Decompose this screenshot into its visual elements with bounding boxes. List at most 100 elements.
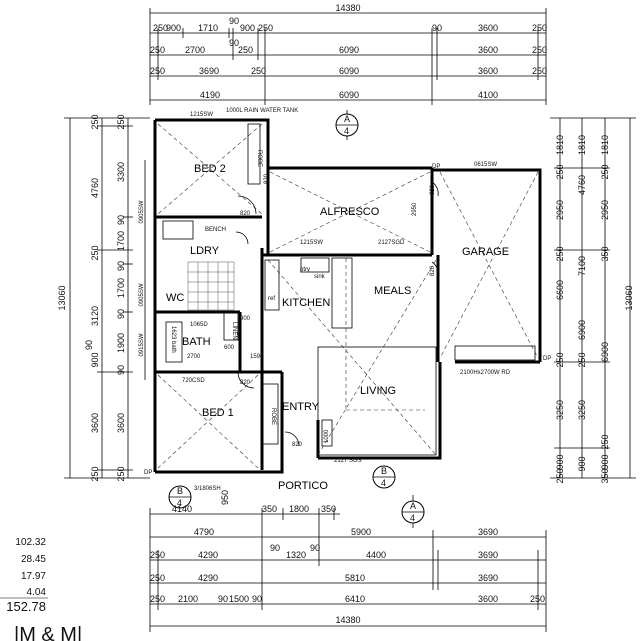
top-row3-dim: 3690: [199, 66, 219, 76]
right-col2-dim: 7100: [577, 256, 587, 276]
room-alfresco-label: ALFRESCO: [320, 206, 380, 218]
bottom-row4-dim: 3690: [478, 573, 498, 583]
top-dim-row4: 4190 6090 4100: [200, 90, 498, 100]
top-row1-dim: 3600: [478, 23, 498, 33]
top-row2-dim: 3600: [478, 45, 498, 55]
top-row3-dim: 250: [532, 66, 547, 76]
bottom-row3-dim: 4400: [366, 550, 386, 560]
left-col1-dim: 3600: [90, 413, 100, 433]
bottom-row3-dim: 90: [270, 543, 280, 553]
area-diagonals: [157, 123, 539, 469]
bottom-row5-dim: 3600: [478, 594, 498, 604]
annotations: 1215SW 1000L RAIN WATER TANK ROBE ROBE B…: [144, 108, 551, 492]
left-window-label: 0905SW: [139, 200, 145, 223]
area-schedule: 102.32 28.45 17.97 4.04 152.78: [0, 537, 48, 614]
downpipe-label: DP: [432, 164, 440, 170]
left-dim-col3: 0905SW 0905SW 0915SW: [139, 200, 145, 356]
room-kitchen-label: KITCHEN: [282, 297, 330, 309]
left-col1-dim: 4760: [90, 178, 100, 198]
top-row1-dim: 250: [532, 23, 547, 33]
right-col2-dim: 250: [577, 352, 587, 367]
right-col3-dim: 350: [600, 246, 610, 261]
section-letter: B: [381, 466, 387, 476]
section-marker: B 4: [168, 485, 192, 509]
right-col2-dim: 4760: [577, 175, 587, 195]
top-row4-dim: 4100: [478, 90, 498, 100]
left-col1-dim: 250: [90, 114, 100, 129]
bottom-row3-dim: 1320: [286, 550, 306, 560]
top-row1-dim: 250: [153, 23, 168, 33]
bottom-dim-row3: 250 4290 90 1320 90 4400 3690: [150, 543, 498, 560]
bottom-row1-dim: 350: [321, 504, 336, 514]
bottom-row4-dim: 5810: [345, 573, 365, 583]
top-dim-row1: 250 900 1710 90 900 250 90 3600 250: [153, 16, 547, 33]
robe2-box: [247, 123, 261, 185]
kitchen-bench: [264, 259, 280, 311]
bottom-row5-dim: 6410: [345, 594, 365, 604]
bath-dim-label: 2700: [187, 354, 201, 360]
door-swings: [235, 181, 439, 447]
room-living-label: LIVING: [360, 385, 396, 397]
room-entry-label: ENTRY: [282, 401, 320, 413]
room-laundry-label: LDRY: [190, 245, 220, 257]
kitchen-dim-label: 900: [240, 316, 251, 322]
top-row3-dim: 6090: [339, 66, 359, 76]
left-window-label: 0905SW: [139, 283, 145, 306]
door-label: 2127 SGS: [334, 458, 362, 464]
window-label: 3/1806SH: [194, 486, 221, 492]
bottom-row3-dim: 250: [150, 550, 165, 560]
door-size-label: 820: [292, 442, 303, 448]
left-col2-dim: 3600: [116, 413, 126, 433]
bottom-row3-dim: 3690: [478, 550, 498, 560]
left-col2-dim: 1700: [116, 278, 126, 298]
right-col3-dim: 250: [600, 434, 610, 449]
bottom-row5-dim: 1500: [229, 594, 249, 604]
bottom-dim-row2: 4790 5900 3690: [194, 527, 498, 537]
right-col3-dim: 6900: [600, 342, 610, 362]
right-col2-dim: 3250: [577, 400, 587, 420]
sink-box: [300, 257, 330, 273]
bottom-row5-dim: 250: [150, 594, 165, 604]
right-col3-dim: 900: [600, 454, 610, 469]
section-number: 4: [381, 478, 386, 488]
area-total: 152.78: [6, 599, 46, 614]
left-col1-dim: 250: [90, 245, 100, 260]
section-marker: A 4: [401, 495, 425, 528]
downpipe-label: DP: [543, 356, 551, 362]
alfresco-dim-label: 2950: [412, 202, 418, 216]
fridge-label: ref: [268, 296, 275, 302]
right-col1-dim: 6600: [555, 280, 565, 300]
section-number: 4: [344, 126, 349, 136]
top-row4-dim: 4190: [200, 90, 220, 100]
bottom-row1-dim: 350: [262, 504, 277, 514]
rain-tank-label: 1000L RAIN WATER TANK: [226, 108, 298, 114]
left-col1-dim: 3120: [90, 306, 100, 326]
downpipe-label: DP: [144, 470, 152, 476]
right-col3-dim: 2950: [600, 200, 610, 220]
left-col2-dim: 1700: [116, 231, 126, 251]
section-marker: A 4: [335, 110, 359, 140]
bottom-dim-row5: 250 2100 90 1500 90 6410 3600 250: [150, 594, 545, 604]
right-col1-dim: 250: [555, 352, 565, 367]
right-col1-dim: 2950: [555, 200, 565, 220]
room-wc-label: WC: [166, 292, 184, 304]
left-col2-dim: 250: [116, 114, 126, 129]
right-col3-dim: 1810: [600, 135, 610, 155]
left-col2-dim: 3300: [116, 162, 126, 182]
robe-label: ROBE: [270, 408, 276, 425]
room-meals-label: MEALS: [374, 285, 411, 297]
left-dim-col1: 250 4760 250 3120 90 900 3600 250: [84, 114, 100, 481]
top-row1-dim: 1710: [198, 23, 218, 33]
top-row2-dim: 250: [150, 45, 165, 55]
top-row2-dim: 90: [229, 38, 239, 48]
top-dim-row3: 250 3690 250 6090 3600 250: [150, 66, 547, 76]
right-col1-dim: 250: [555, 164, 565, 179]
bath-dim-label: 600: [224, 345, 235, 351]
top-dimensions: [149, 8, 547, 105]
room-bed1-label: BED 1: [202, 407, 234, 419]
kitchen-island: [331, 257, 353, 329]
top-row2-dim: 6090: [339, 45, 359, 55]
bottom-row1-dim: 4140: [172, 504, 192, 514]
area-value: 28.45: [21, 554, 46, 565]
door-size-label: 820: [430, 265, 436, 276]
